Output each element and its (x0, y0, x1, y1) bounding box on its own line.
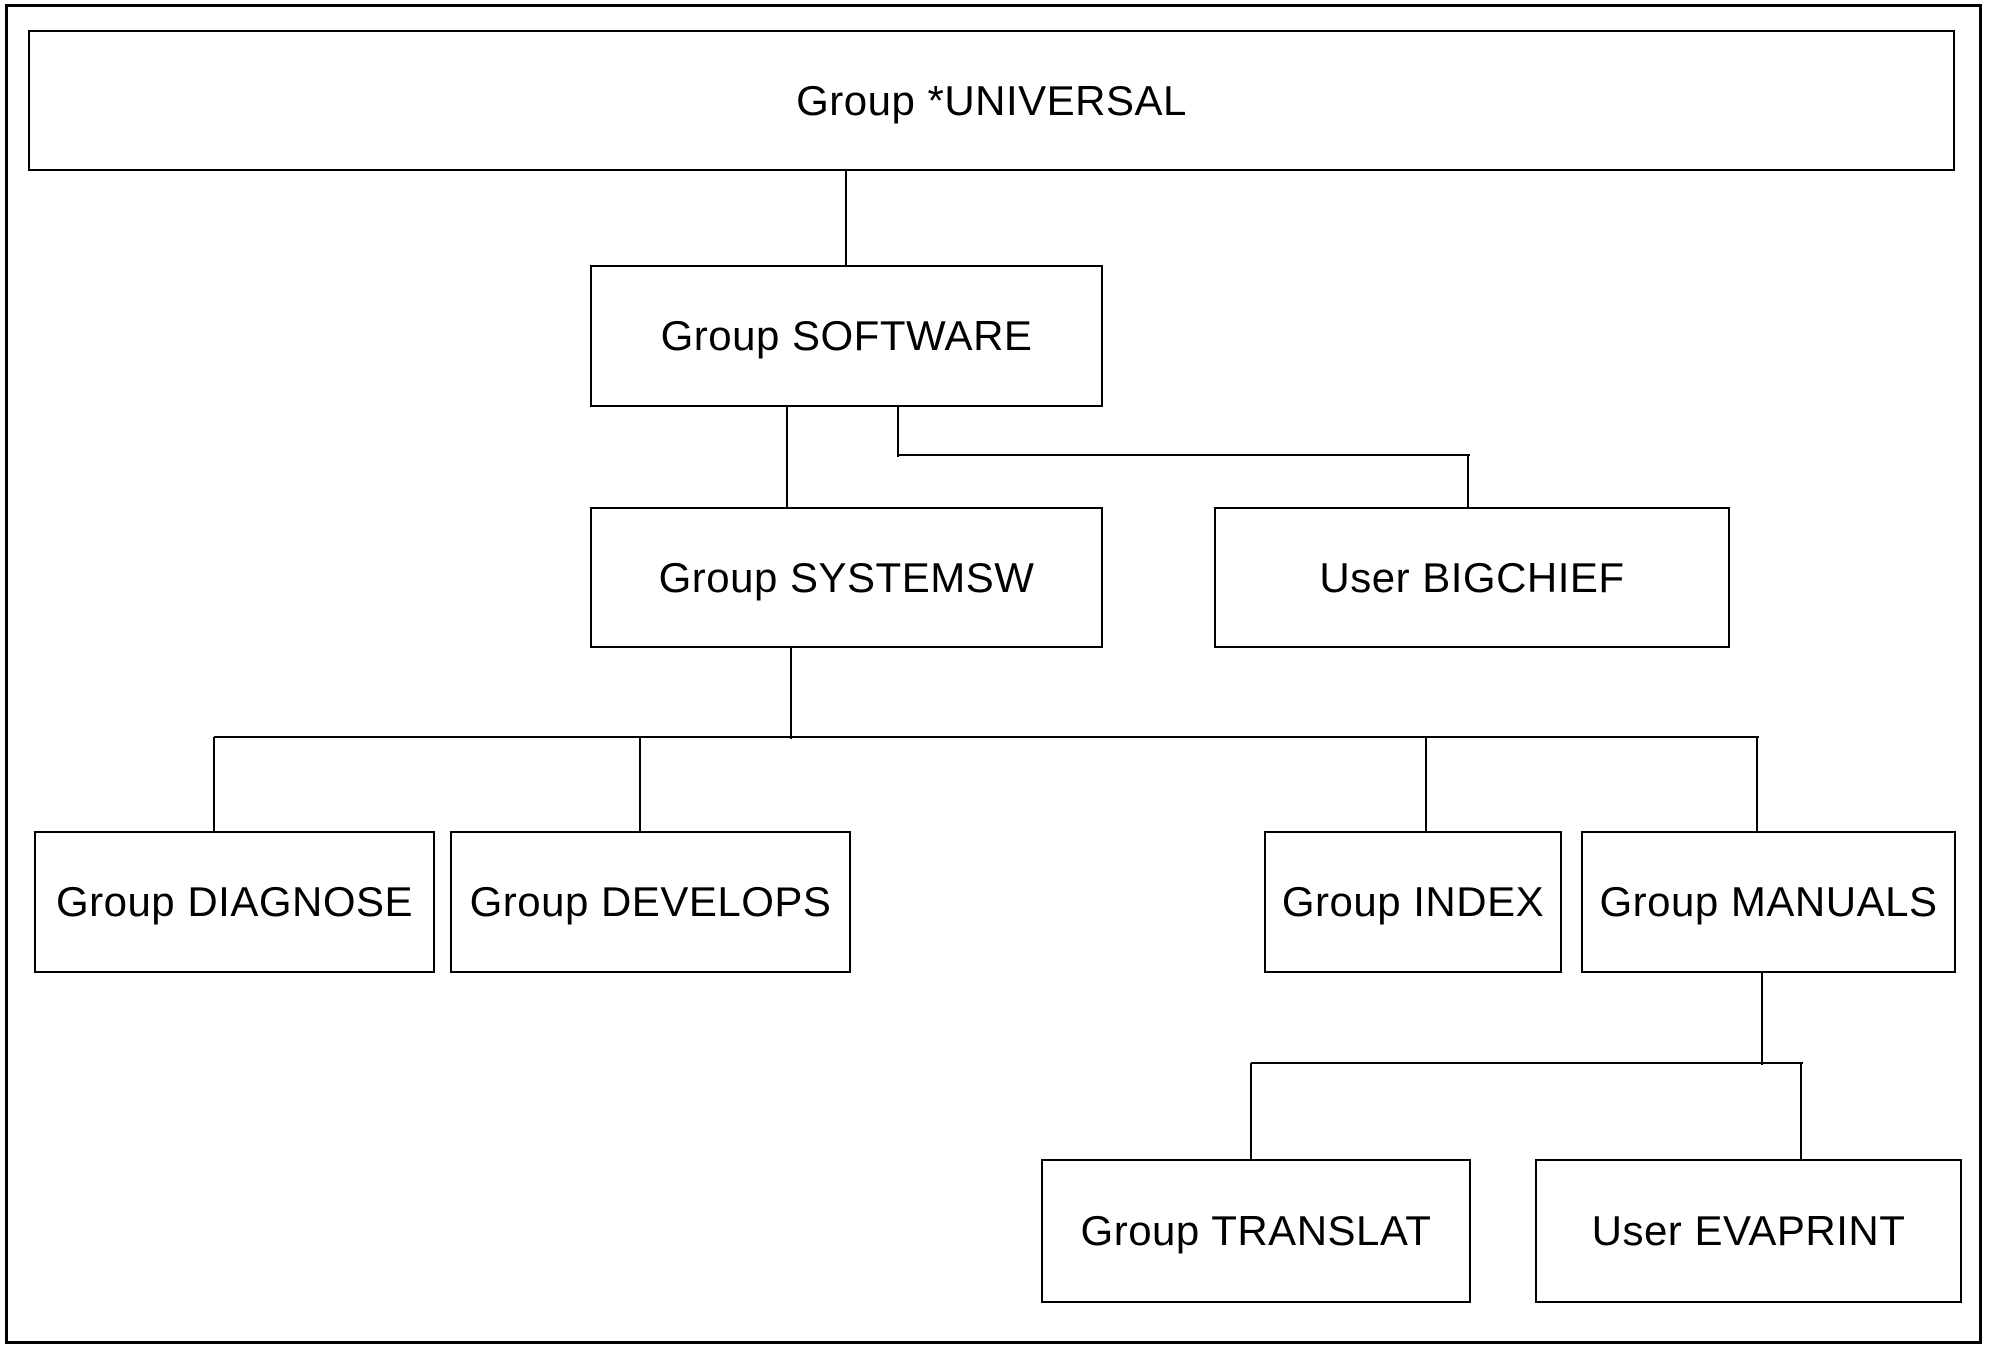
diagram-outer-border (5, 4, 1982, 1344)
connector-segment-horizontal (1251, 1062, 1803, 1064)
connector-segment-vertical (790, 648, 792, 739)
node-user-evaprint: User EVAPRINT (1535, 1159, 1962, 1303)
node-group-manuals: Group MANUALS (1581, 831, 1956, 973)
node-label-translat: Group TRANSLAT (1080, 1207, 1432, 1254)
connector-segment-vertical (845, 171, 847, 267)
node-label-universal: Group *UNIVERSAL (796, 76, 1187, 124)
connector-segment-vertical (1756, 737, 1758, 833)
node-label-manuals: Group MANUALS (1599, 878, 1938, 925)
connector-segment-vertical (1800, 1063, 1802, 1161)
node-label-index: Group INDEX (1281, 878, 1545, 925)
node-label-systemsw: Group SYSTEMSW (658, 553, 1035, 601)
connector-segment-vertical (213, 737, 215, 833)
node-group-translat: Group TRANSLAT (1041, 1159, 1471, 1303)
node-group-software: Group SOFTWARE (590, 265, 1103, 407)
node-group-develops: Group DEVELOPS (450, 831, 851, 973)
node-label-software: Group SOFTWARE (660, 312, 1033, 359)
connector-segment-horizontal (898, 454, 1470, 456)
connector-segment-vertical (1250, 1063, 1252, 1161)
connector-segment-vertical (897, 407, 899, 457)
connector-segment-vertical (786, 407, 788, 509)
connector-segment-vertical (1425, 737, 1427, 833)
node-label-diagnose: Group DIAGNOSE (55, 878, 414, 925)
connector-segment-vertical (1467, 455, 1469, 509)
node-label-evaprint: User EVAPRINT (1591, 1207, 1906, 1254)
connector-segment-vertical (639, 737, 641, 833)
node-label-develops: Group DEVELOPS (469, 878, 832, 925)
connector-segment-horizontal (214, 736, 1759, 738)
node-group-diagnose: Group DIAGNOSE (34, 831, 435, 973)
connector-segment-vertical (1761, 973, 1763, 1065)
node-label-bigchief: User BIGCHIEF (1319, 553, 1625, 601)
node-group-systemsw: Group SYSTEMSW (590, 507, 1103, 648)
node-group-index: Group INDEX (1264, 831, 1562, 973)
node-group-universal: Group *UNIVERSAL (28, 30, 1955, 171)
node-user-bigchief: User BIGCHIEF (1214, 507, 1730, 648)
